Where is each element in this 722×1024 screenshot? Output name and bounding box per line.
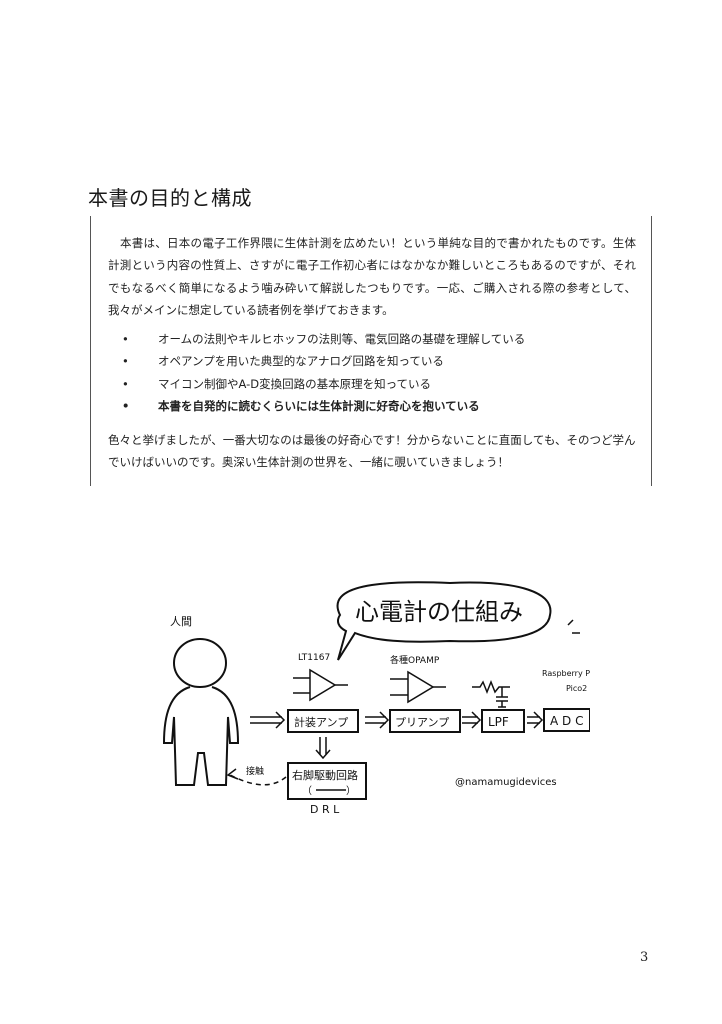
down-double-arrow-icon (315, 737, 331, 760)
drl-label: D R L (310, 803, 340, 816)
drl-jp-label: 右脚駆動回路 (292, 768, 358, 782)
bullet-icon: • (122, 376, 129, 391)
ecg-block-diagram: 心電計の仕組み 人間 LT1167 各種OPAMP Raspberry Pi P… (162, 581, 590, 816)
speech-bubble (336, 581, 552, 661)
pico-label: Pico2 (566, 684, 587, 693)
list-item: • マイコン制御やA-D変換回路の基本原理を知っている (122, 373, 525, 395)
lpf-box (481, 709, 525, 733)
list-item-text: オペアンプを用いた典型的なアナログ回路を知っている (158, 354, 444, 369)
opamp-label: 各種OPAMP (390, 654, 440, 666)
opamp-icon (390, 670, 446, 704)
list-item-text: オームの法則やキルヒホッフの法則等、電気回路の基礎を理解している (158, 332, 526, 346)
double-arrow-icon (250, 711, 286, 729)
lpf-label: LPF (488, 715, 509, 729)
list-item: • オームの法則やキルヒホッフの法則等、電気回路の基礎を理解している (122, 328, 525, 350)
drl-paren-close: ） (346, 785, 356, 797)
opamp-icon (293, 668, 348, 702)
bullet-icon: • (122, 354, 129, 369)
contact-label: 接触 (246, 765, 264, 777)
list-item-text: 本書を自発的に読むくらいには生体計測に好奇心を抱いている (158, 398, 480, 413)
drl-paren-open: （ (302, 785, 312, 797)
rpi-label: Raspberry Pi (542, 669, 590, 678)
list-item-text: マイコン制御やA-D変換回路の基本原理を知っている (158, 376, 432, 391)
list-item: • 本書を自発的に読むくらいには生体計測に好奇心を抱いている (122, 395, 525, 417)
preamp-label: プリアンプ (395, 716, 449, 729)
intro-paragraph: 本書は、日本の電子工作界隈に生体計測を広めたい！という単純な目的で書かれたもので… (108, 236, 636, 317)
bubble-text: 心電計の仕組み (355, 598, 523, 626)
section-box (90, 216, 652, 486)
reader-list: • オームの法則やキルヒホッフの法則等、電気回路の基礎を理解している • オペアンプ… (122, 328, 525, 417)
inst-amp-label: 計装アンプ (294, 715, 348, 729)
page-number: 3 (640, 950, 649, 965)
human-label: 人間 (170, 615, 192, 628)
closing-paragraph: 色々と挙げましたが、一番大切なのは最後の好奇心です！分からないことに直面しても、… (108, 433, 636, 470)
double-arrow-icon (462, 711, 482, 729)
double-arrow-icon (365, 711, 390, 729)
drl-box (287, 762, 367, 800)
adc-box (543, 708, 590, 732)
adc-label: A D C (550, 714, 583, 728)
credit-text: @namamugidevices (455, 777, 557, 788)
arrowhead-icon (226, 768, 239, 780)
inst-amp-box (287, 709, 359, 733)
section-title: 本書の目的と構成 (88, 186, 252, 210)
sparkle-icon (567, 619, 580, 634)
lowpass-filter-icon (472, 679, 510, 708)
preamp-box (389, 709, 461, 733)
bullet-icon: • (122, 332, 129, 346)
double-arrow-icon (527, 711, 544, 729)
list-item: • オペアンプを用いた典型的なアナログ回路を知っている (122, 350, 525, 372)
bullet-icon: • (122, 398, 130, 413)
lt1167-label: LT1167 (298, 653, 330, 663)
human-figure-icon (162, 638, 240, 786)
